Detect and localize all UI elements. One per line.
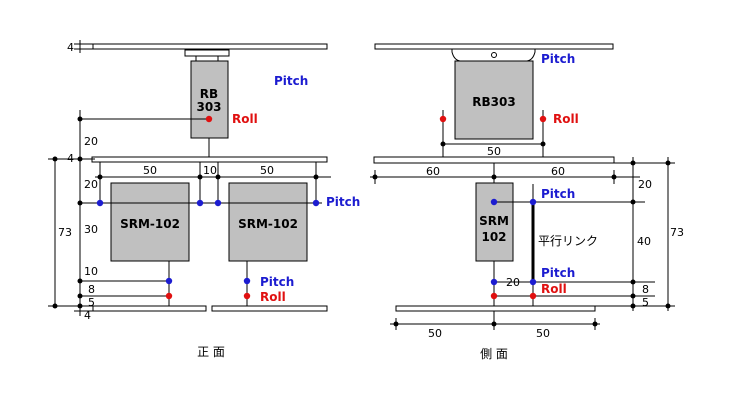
- side-view: RB303 SRM 102: [370, 43, 684, 361]
- front-lower-pitch-dot: [165, 277, 173, 285]
- front-lower-roll-dot: [165, 292, 173, 300]
- side-srm102-label-1: SRM: [479, 214, 509, 228]
- side-lower-roll-dot: [529, 292, 537, 300]
- side-dim-total: 73: [670, 226, 684, 239]
- front-rb303-label-2: 303: [196, 100, 221, 114]
- side-dim-srm-offset: 20: [506, 276, 520, 289]
- front-view-caption: 正 面: [197, 345, 225, 359]
- side-bottom-plate: [395, 305, 596, 312]
- front-dim-total: 73: [58, 226, 72, 239]
- front-view: RB 303 SRM-102 SRM-102: [48, 40, 360, 359]
- side-srm102-label-2: 102: [481, 230, 506, 244]
- front-dim-width-center: 10: [203, 164, 217, 177]
- front-pitch-dot: [196, 199, 204, 207]
- side-dim-pitch-gap: 8: [642, 283, 649, 296]
- front-pitch-dot: [214, 199, 222, 207]
- front-dim-pitch-gap: 8: [88, 283, 95, 296]
- front-lower-pitch-dot: [243, 277, 251, 285]
- front-middle-plate: [91, 156, 328, 163]
- side-pitch-bottom-label: Pitch: [541, 266, 575, 280]
- front-srm102-left-servo: [110, 182, 190, 262]
- side-pitch-top-label: Pitch: [541, 52, 575, 66]
- front-pitch-dot: [312, 199, 320, 207]
- side-pitch-dot: [490, 198, 498, 206]
- side-top-plate: [374, 43, 614, 50]
- front-bottom-plate-right: [211, 305, 328, 312]
- side-dim-upper-gap: 20: [638, 178, 652, 191]
- side-view-caption: 側 面: [480, 347, 508, 361]
- side-dim-width-right: 60: [551, 165, 565, 178]
- side-pitch-mid-label: Pitch: [541, 187, 575, 201]
- front-top-bracket: [184, 49, 230, 57]
- front-pitch-top-label: Pitch: [274, 74, 308, 88]
- front-rb303-servo: [190, 60, 229, 139]
- front-dim-bottom-plate: 4: [84, 309, 91, 322]
- front-srm102-right-label: SRM-102: [238, 217, 298, 231]
- front-dim-rb-height: 20: [84, 135, 98, 148]
- front-pitch-bottom-label: Pitch: [260, 275, 294, 289]
- side-roll-bottom-label: Roll: [541, 282, 567, 296]
- front-dim-upper-gap: 20: [84, 178, 98, 191]
- side-dim-roll-gap: 5: [642, 296, 649, 309]
- front-srm102-right-servo: [228, 182, 308, 262]
- front-roll-bottom-label: Roll: [260, 290, 286, 304]
- side-lower-roll-dot: [490, 292, 498, 300]
- front-dim-body: 30: [84, 223, 98, 236]
- front-pitch-dot: [96, 199, 104, 207]
- side-pitch-dot: [529, 198, 537, 206]
- front-roll-top-label: Roll: [232, 112, 258, 126]
- side-roll-top-label: Roll: [553, 112, 579, 126]
- side-rb303-label: RB303: [472, 95, 515, 109]
- front-dim-width-left: 50: [143, 164, 157, 177]
- side-dim-top-width: 50: [487, 145, 501, 158]
- side-lower-pitch-dot: [529, 278, 537, 286]
- side-lower-pitch-dot: [490, 278, 498, 286]
- front-dim-lower-gap: 10: [84, 265, 98, 278]
- side-roll-top-dot: [539, 115, 547, 123]
- front-lower-roll-dot: [243, 292, 251, 300]
- side-dim-bottom-right: 50: [536, 327, 550, 340]
- front-top-plate: [92, 43, 328, 50]
- front-pitch-mid-label: Pitch: [326, 195, 360, 209]
- side-dim-width-left: 60: [426, 165, 440, 178]
- side-dim-bottom-left: 50: [428, 327, 442, 340]
- front-dim-width-right: 50: [260, 164, 274, 177]
- front-srm102-left-label: SRM-102: [120, 217, 180, 231]
- front-dim-roll-gap: 5: [88, 296, 95, 309]
- side-parallel-link-label: 平行リンク: [538, 234, 598, 248]
- side-dim-link-height: 40: [637, 235, 651, 248]
- front-bottom-plate-left: [92, 305, 207, 312]
- front-dim-mid-plate: 4: [67, 152, 74, 165]
- front-roll-top-dot: [205, 115, 213, 123]
- front-dim-top-plate: 4: [67, 41, 74, 54]
- side-roll-top-dot: [439, 115, 447, 123]
- front-rb303-label-1: RB: [200, 87, 218, 101]
- side-rb303-servo: [454, 60, 534, 140]
